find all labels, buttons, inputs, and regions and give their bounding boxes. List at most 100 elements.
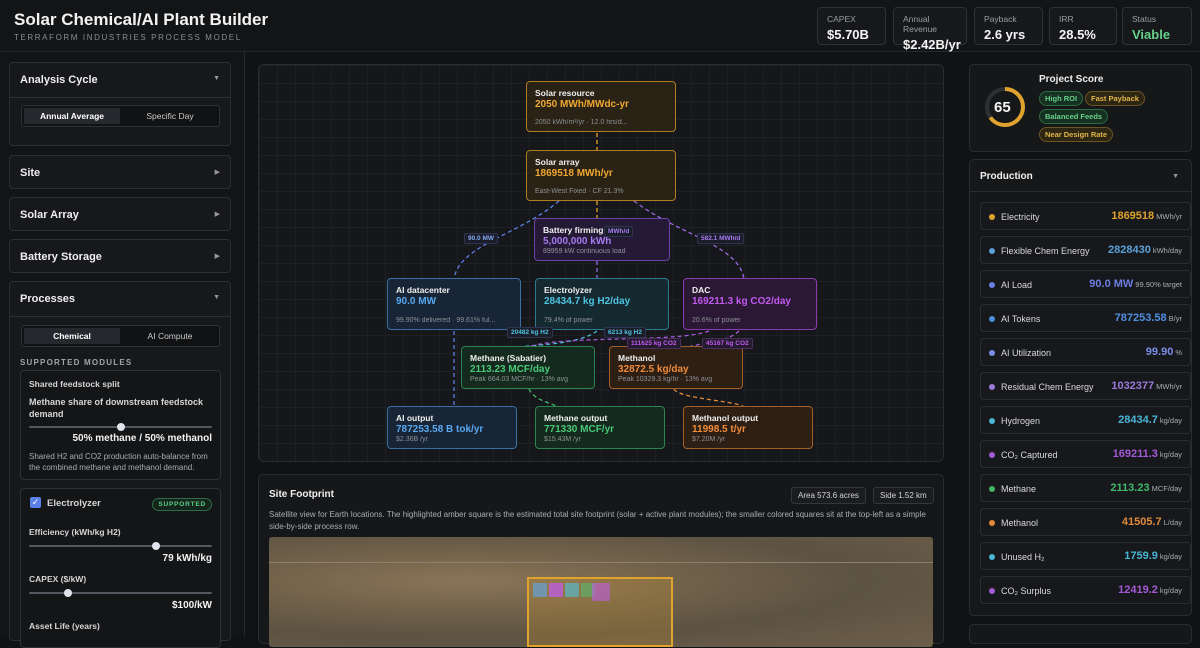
score-gauge (985, 87, 1025, 127)
efficiency-slider[interactable] (29, 542, 212, 550)
status-dot (989, 520, 995, 526)
electrolyzer-checkbox[interactable]: ✓ (30, 497, 41, 508)
module-square-ai (533, 583, 547, 597)
supported-badge: SUPPORTED (152, 498, 212, 511)
tag-high-roi: High ROI (1039, 91, 1084, 106)
app-header: Solar Chemical/AI Plant Builder TERRAFOR… (0, 0, 1200, 52)
flow-label-h2-methanol: 6213 kg H2 (604, 327, 646, 338)
status-dot (989, 554, 995, 560)
status-dot (989, 486, 995, 492)
chevron-down-icon[interactable]: ▼ (213, 75, 220, 82)
status-dot (989, 214, 995, 220)
module-square-methane (581, 583, 595, 597)
option-annual-average[interactable]: Annual Average (24, 108, 120, 124)
status-dot (989, 418, 995, 424)
tab-chemical[interactable]: Chemical (24, 328, 120, 344)
flow-label-dac: 582.1 MWh/d (697, 233, 745, 244)
section-site[interactable]: Site▶ (9, 155, 231, 189)
flow-label-ai: 90.0 MW (464, 233, 499, 244)
option-specific-day[interactable]: Specific Day (146, 111, 194, 121)
area-badge: Area 573.6 acres (791, 487, 866, 504)
capex-slider[interactable] (29, 589, 212, 597)
processes-section: Processes ▼ Chemical AI Compute SUPPORTE… (9, 281, 231, 648)
tag-fast-payback: Fast Payback (1085, 91, 1145, 106)
analysis-cycle-toggle: Annual Average Specific Day (21, 105, 220, 127)
slider-handle[interactable] (151, 542, 160, 550)
tag-balanced-feeds: Balanced Feeds (1039, 109, 1109, 124)
sidebar: Analysis Cycle ▼ Annual Average Specific… (0, 52, 245, 648)
project-score-panel: 65 Project Score High ROI Fast Payback B… (969, 64, 1192, 152)
status-dot (989, 316, 995, 322)
status-dot (989, 452, 995, 458)
app-title: Solar Chemical/AI Plant Builder (14, 10, 269, 29)
node-electrolyzer[interactable]: Electrolyzer 28434.7 kg H2/day 79.4% of … (535, 278, 669, 330)
supported-modules-label: SUPPORTED MODULES (20, 358, 133, 367)
section-solar-array[interactable]: Solar Array▶ (9, 197, 231, 231)
status-dot (989, 248, 995, 254)
flow-label-h2-methane: 20482 kg H2 (507, 327, 553, 338)
slider-handle[interactable] (64, 589, 72, 597)
methane-share-slider[interactable] (29, 423, 212, 431)
analysis-cycle-section: Analysis Cycle ▼ Annual Average Specific… (9, 62, 231, 146)
satellite-map[interactable] (269, 537, 933, 647)
section-battery-storage[interactable]: Battery Storage▶ (9, 239, 231, 273)
module-square-electrolyzer (565, 583, 579, 597)
module-square-methanol (592, 583, 610, 601)
module-square-dac (549, 583, 563, 597)
kpi-revenue: Annual Revenue$2.42B/yr (893, 7, 967, 52)
node-methane-output[interactable]: Methane output 771330 MCF/yr $15.43M /yr (535, 406, 665, 449)
kpi-capex: CAPEX$5.70B (817, 7, 886, 45)
chevron-down-icon[interactable]: ▼ (213, 294, 220, 301)
site-footprint-title: Site Footprint (269, 489, 334, 500)
flow-label-battery: MWh/d (604, 226, 634, 237)
node-dac[interactable]: DAC 169211.3 kg CO2/day 20.6% of power (683, 278, 817, 330)
node-solar-resource[interactable]: Solar resource 2050 MWh/MWdc-yr 2050 kWh… (526, 81, 676, 132)
project-score-title: Project Score (1039, 74, 1104, 85)
node-methanol-output[interactable]: Methanol output 11998.5 t/yr $7.20M /yr (683, 406, 813, 449)
process-diagram: Solar resource 2050 MWh/MWdc-yr 2050 kWh… (258, 64, 944, 462)
site-footprint-panel: Site Footprint Area 573.6 acres Side 1.5… (258, 474, 944, 647)
node-methane-sabatier[interactable]: Methane (Sabatier) 2113.23 MCF/day Peak … (461, 346, 595, 389)
chevron-right-icon: ▶ (214, 169, 220, 176)
tab-ai-compute[interactable]: AI Compute (147, 331, 193, 341)
side-badge: Side 1.52 km (873, 487, 934, 504)
production-title: Production (980, 171, 1033, 182)
status-dot (989, 350, 995, 356)
node-methanol[interactable]: Methanol 32872.5 kg/day Peak 10329.3 kg/… (609, 346, 743, 389)
chevron-down-icon[interactable]: ▼ (1172, 173, 1179, 180)
node-solar-array[interactable]: Solar array 1869518 MWh/yr East-West Fix… (526, 150, 676, 201)
status-dot (989, 588, 995, 594)
score-value: 65 (994, 99, 1011, 116)
flow-label-co2-methanol: 45167 kg CO2 (702, 338, 753, 349)
tag-near-design-rate: Near Design Rate (1039, 127, 1114, 142)
status-dot (989, 282, 995, 288)
node-ai-datacenter[interactable]: AI datacenter 90.0 MW 99.90% delivered ·… (387, 278, 521, 330)
next-panel (969, 624, 1192, 644)
chevron-right-icon: ▶ (214, 253, 220, 260)
flow-label-co2-methane: 111625 kg CO2 (627, 338, 681, 349)
chevron-right-icon: ▶ (214, 211, 220, 218)
status-dot (989, 384, 995, 390)
process-tabs: Chemical AI Compute (21, 325, 220, 347)
feedstock-split-card: Shared feedstock split Methane share of … (20, 370, 221, 480)
node-battery-firming[interactable]: Battery firming 5,000,000 kWh 89959 kW c… (534, 218, 670, 261)
electrolyzer-card: ✓ Electrolyzer SUPPORTED Efficiency (kWh… (20, 488, 221, 648)
site-footprint-description: Satellite view for Earth locations. The … (269, 510, 926, 531)
node-ai-output[interactable]: AI output 787253.58 B tok/yr $2.36B /yr (387, 406, 517, 449)
slider-handle[interactable] (116, 423, 125, 431)
